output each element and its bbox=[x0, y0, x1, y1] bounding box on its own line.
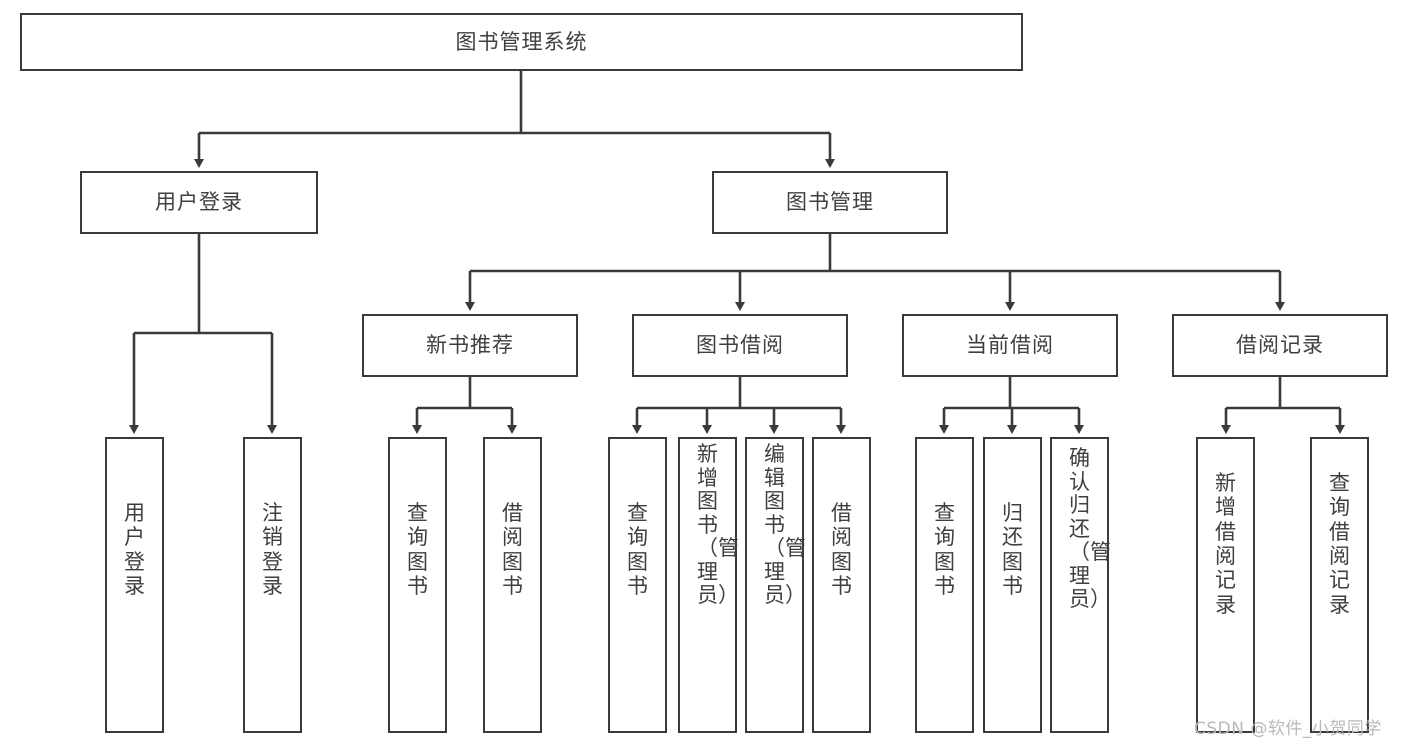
node-new-book-recommend[interactable]: 新书推荐 bbox=[362, 314, 578, 377]
leaf-borrow-query-books[interactable]: 查询图书 bbox=[608, 437, 667, 733]
node-label: 查询图书 bbox=[934, 501, 955, 599]
leaf-recommend-borrow-books[interactable]: 借阅图书 bbox=[483, 437, 542, 733]
leaf-user-login-signin[interactable]: 用户登录 bbox=[105, 437, 164, 733]
node-label: 图书管理系统 bbox=[455, 29, 588, 54]
leaf-current-return-books[interactable]: 归还图书 bbox=[983, 437, 1042, 733]
leaf-user-login-signout[interactable]: 注销登录 bbox=[243, 437, 302, 733]
leaf-current-query-books[interactable]: 查询图书 bbox=[915, 437, 974, 733]
node-label: 确认归还（管理员） bbox=[1069, 446, 1111, 612]
leaf-recommend-query-books[interactable]: 查询图书 bbox=[388, 437, 447, 733]
node-label: 用户登录 bbox=[155, 190, 243, 215]
node-label: 查询图书 bbox=[627, 501, 648, 599]
leaf-borrow-edit-book-admin[interactable]: 编辑图书（管理员） bbox=[745, 437, 806, 733]
node-label: 图书借阅 bbox=[696, 333, 784, 358]
leaf-borrow-add-book-admin[interactable]: 新增图书（管理员） bbox=[678, 437, 739, 733]
node-user-login[interactable]: 用户登录 bbox=[80, 171, 318, 234]
node-book-management[interactable]: 图书管理 bbox=[712, 171, 948, 234]
leaf-records-query-record[interactable]: 查询借阅记录 bbox=[1310, 437, 1369, 733]
node-label: 注销登录 bbox=[262, 501, 283, 599]
node-borrow-records[interactable]: 借阅记录 bbox=[1172, 314, 1388, 377]
leaf-current-confirm-return-admin[interactable]: 确认归还（管理员） bbox=[1050, 437, 1111, 733]
node-label: 图书管理 bbox=[786, 190, 874, 215]
node-label: 新增借阅记录 bbox=[1215, 471, 1236, 617]
node-label: 借阅记录 bbox=[1236, 333, 1324, 358]
node-label: 用户登录 bbox=[124, 501, 145, 599]
node-label: 查询借阅记录 bbox=[1329, 471, 1350, 617]
node-label: 借阅图书 bbox=[831, 501, 852, 599]
node-label: 借阅图书 bbox=[502, 501, 523, 599]
node-label: 编辑图书（管理员） bbox=[764, 442, 806, 608]
node-root-system[interactable]: 图书管理系统 bbox=[20, 13, 1023, 71]
node-label: 归还图书 bbox=[1002, 501, 1023, 599]
node-book-borrow[interactable]: 图书借阅 bbox=[632, 314, 848, 377]
node-label: 查询图书 bbox=[407, 501, 428, 599]
node-current-borrow[interactable]: 当前借阅 bbox=[902, 314, 1118, 377]
leaf-records-add-record[interactable]: 新增借阅记录 bbox=[1196, 437, 1255, 733]
node-label: 新增图书（管理员） bbox=[697, 442, 739, 608]
node-label: 当前借阅 bbox=[966, 333, 1054, 358]
node-label: 新书推荐 bbox=[426, 333, 514, 358]
leaf-borrow-borrow-books[interactable]: 借阅图书 bbox=[812, 437, 871, 733]
watermark-text: CSDN @软件_小贺同学 bbox=[1194, 719, 1382, 739]
